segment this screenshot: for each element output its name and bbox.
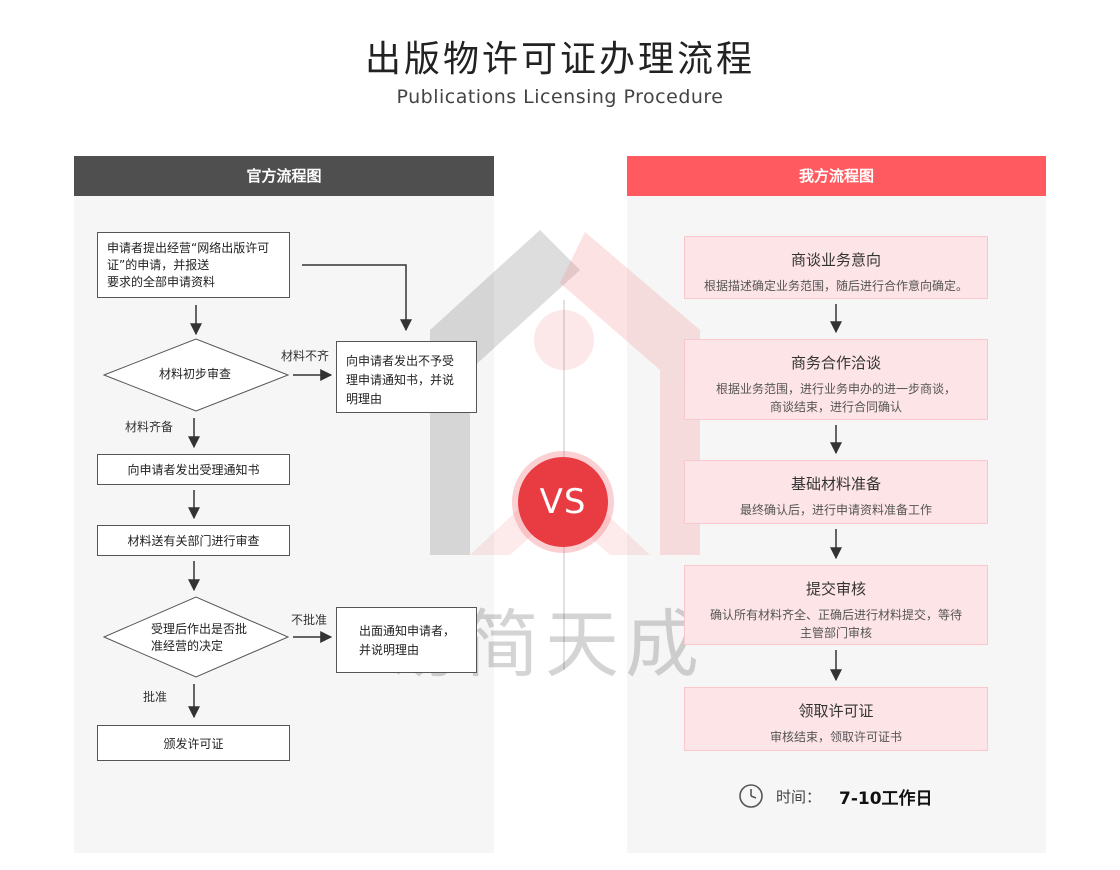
step-submit-review: 提交审核 确认所有材料齐全、正确后进行材料提交，等待 主管部门审核 xyxy=(684,565,988,645)
initial-review-diamond xyxy=(102,338,290,412)
step-prepare-materials: 基础材料准备 最终确认后，进行申请资料准备工作 xyxy=(684,460,988,524)
arrow-apply-to-reject xyxy=(302,264,412,332)
reject-line-3: 明理由 xyxy=(346,392,383,406)
step-title: 基础材料准备 xyxy=(790,475,881,493)
step-desc-line: 确认所有材料齐全、正确后进行材料提交，等待 xyxy=(709,608,962,622)
decision-line-1: 受理后作出是否批 xyxy=(151,622,248,636)
duration-row: 时间： 7-10工作日 xyxy=(738,782,933,810)
decision-diamond xyxy=(102,596,290,678)
apply-line-2: 证”的申请，并报送 xyxy=(107,258,210,272)
issue-license-box: 颁发许可证 xyxy=(97,725,290,761)
step-collect-license: 领取许可证 审核结束，领取许可证书 xyxy=(684,687,988,751)
vs-badge: VS xyxy=(518,457,608,547)
step-desc: 审核结束，领取许可证书 xyxy=(769,730,902,744)
step-desc: 确认所有材料齐全、正确后进行材料提交，等待 主管部门审核 xyxy=(685,606,987,642)
step-title: 领取许可证 xyxy=(798,702,874,720)
our-flow-heading: 我方流程图 xyxy=(627,156,1046,196)
clock-icon xyxy=(739,784,763,808)
apply-line-3: 要求的全部申请资料 xyxy=(107,275,216,289)
step-desc: 最终确认后，进行申请资料准备工作 xyxy=(739,503,932,517)
step-title: 商务合作洽谈 xyxy=(790,354,881,372)
duration-value: 7-10工作日 xyxy=(839,788,933,809)
step-desc: 根据业务范围，进行业务申办的进一步商谈， 商谈结束，进行合同确认 xyxy=(685,380,987,416)
accept-notice-box: 向申请者发出受理通知书 xyxy=(97,454,290,485)
decision-label: 受理后作出是否批 准经营的决定 xyxy=(151,621,247,655)
step-desc-line: 主管部门审核 xyxy=(799,626,872,640)
edge-label-not-approved: 不批准 xyxy=(291,613,328,627)
step-title: 商谈业务意向 xyxy=(790,251,881,269)
step-title: 提交审核 xyxy=(805,580,866,598)
reject-line-2: 理申请通知书，并说 xyxy=(346,373,455,387)
page-title: 出版物许可证办理流程 xyxy=(364,39,755,80)
apply-box: 申请者提出经营“网络出版许可 证”的申请，并报送 要求的全部申请资料 xyxy=(97,232,290,298)
written-line-1: 出面通知申请者， xyxy=(359,624,456,638)
decision-line-2: 准经营的决定 xyxy=(151,639,224,653)
edge-label-approved: 批准 xyxy=(143,690,168,704)
written-notice-box: 出面通知申请者， 并说明理由 xyxy=(336,607,477,673)
step-desc: 根据描述确定业务范围，随后进行合作意向确定。 xyxy=(703,279,968,293)
reject-line-1: 向申请者发出不予受 xyxy=(346,354,455,368)
written-line-2: 并说明理由 xyxy=(359,643,420,657)
step-desc-line: 商谈结束，进行合同确认 xyxy=(769,400,902,414)
official-flow-heading: 官方流程图 xyxy=(74,156,494,196)
duration-label: 时间： xyxy=(776,787,822,806)
apply-line-1: 申请者提出经营“网络出版许可 xyxy=(107,241,270,255)
page-subtitle: Publications Licensing Procedure xyxy=(396,86,724,108)
edge-label-incomplete: 材料不齐 xyxy=(281,349,330,363)
initial-review-label: 材料初步审查 xyxy=(159,367,232,381)
step-desc-line: 根据业务范围，进行业务申办的进一步商谈， xyxy=(715,382,956,396)
step-negotiate-intent: 商谈业务意向 根据描述确定业务范围，随后进行合作意向确定。 xyxy=(684,236,988,299)
dept-review-box: 材料送有关部门进行审查 xyxy=(97,525,290,556)
reject-notice-box: 向申请者发出不予受 理申请通知书，并说 明理由 xyxy=(336,341,477,413)
edge-label-complete: 材料齐备 xyxy=(125,420,174,434)
step-business-talks: 商务合作洽谈 根据业务范围，进行业务申办的进一步商谈， 商谈结束，进行合同确认 xyxy=(684,339,988,420)
